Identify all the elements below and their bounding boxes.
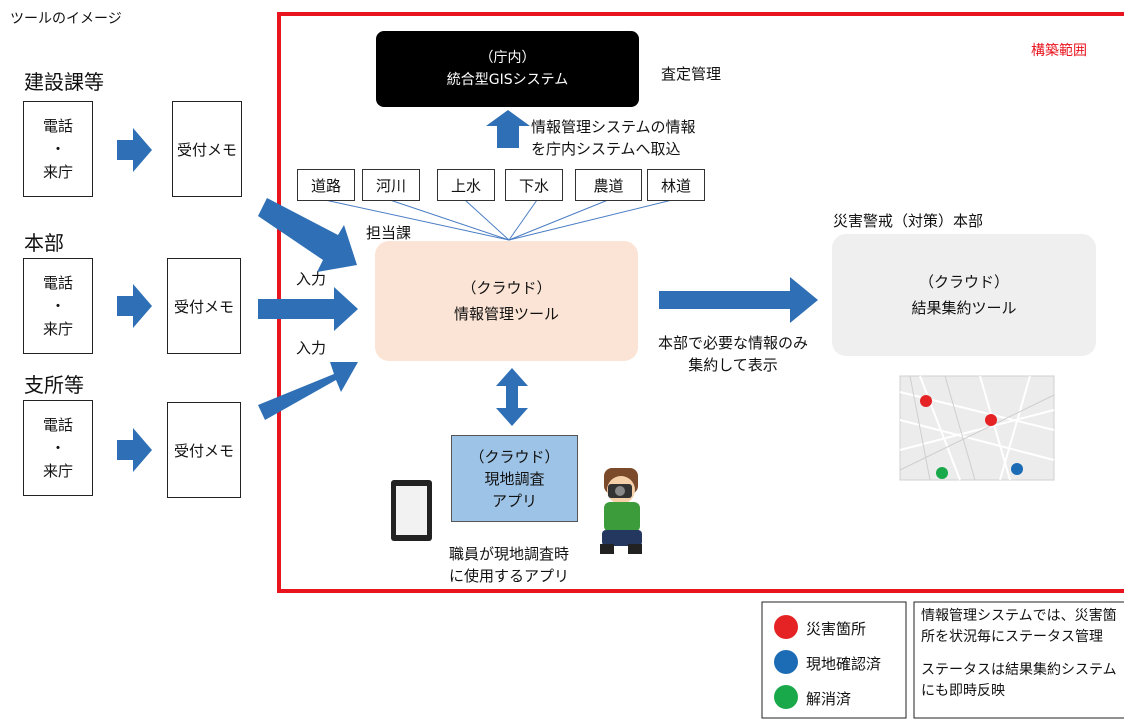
dot-label-2: ・	[50, 296, 66, 315]
hq-note: 本部で必要な情報のみ 集約して表示	[648, 332, 818, 376]
dept-road: 道路	[297, 169, 355, 201]
group-name-3: 支所等	[24, 373, 84, 397]
visit-label-2: 来庁	[42, 319, 73, 338]
memo-label-3: 受付メモ	[173, 441, 234, 460]
legend-dot-blue	[774, 650, 798, 674]
field-survey-app: （クラウド） 現地調査 アプリ	[451, 435, 578, 522]
dept-river-label: 河川	[375, 176, 406, 195]
arrow-group3-to-memo	[117, 428, 152, 472]
legend-label-confirmed: 現地確認済	[806, 655, 882, 673]
import-note-line2: を庁内システムへ取込	[531, 140, 681, 158]
info-tool-line1: （クラウド）	[461, 279, 552, 297]
arrow-tool-survey-both	[496, 368, 528, 426]
legend-dot-red	[774, 615, 798, 639]
memo-label-2: 受付メモ	[173, 297, 234, 316]
dept-forest-road: 林道	[647, 169, 705, 201]
dept-forest-road-label: 林道	[660, 176, 691, 195]
memo-box-1: 受付メモ	[172, 101, 242, 197]
scope-label: 構築範囲	[1031, 43, 1087, 59]
phone-visit-box-1: 電話 ・ 来庁	[23, 101, 93, 197]
survey-app-line3: アプリ	[491, 491, 537, 510]
arrow-memo2-to-tool	[258, 287, 358, 331]
dot-label-3: ・	[50, 438, 66, 457]
status-note-line4: にも即時反映	[921, 683, 1005, 699]
visit-label-1: 来庁	[42, 162, 73, 181]
hq-note-line1: 本部で必要な情報のみ	[657, 334, 808, 352]
legend-label-damage: 災害箇所	[806, 620, 867, 638]
legend-dot-green	[774, 685, 798, 709]
arrow-to-result-tool	[659, 277, 818, 323]
dept-caption: 担当課	[366, 224, 412, 242]
result-aggregation-tool: （クラウド） 結果集約ツール	[832, 234, 1096, 356]
staff-note-line1: 職員が現地調査時	[449, 545, 570, 563]
survey-app-line2: 現地調査	[484, 469, 545, 488]
import-note: 情報管理システムの情報 を庁内システムへ取込	[531, 116, 696, 160]
gis-line1: （庁内）	[479, 50, 536, 66]
dept-water: 上水	[437, 169, 495, 201]
phone-label-3: 電話	[42, 415, 73, 434]
map-marker-red-2	[985, 414, 997, 426]
input-label-2: 入力	[296, 339, 327, 357]
arrow-memo1-to-tool	[258, 198, 357, 272]
map-marker-red-1	[920, 395, 932, 407]
arrow-memo3-to-tool	[258, 362, 358, 420]
status-note-line2: 所を状況毎にステータス管理	[921, 629, 1103, 645]
memo-box-2: 受付メモ	[167, 258, 241, 354]
arrow-up-to-gis	[486, 110, 530, 148]
dept-sewer-label: 下水	[518, 176, 549, 195]
assessment-label: 査定管理	[661, 65, 722, 83]
legend-label-resolved: 解消済	[806, 690, 852, 708]
result-tool-line2: 結果集約ツール	[911, 299, 1017, 317]
dept-water-label: 上水	[450, 176, 481, 195]
dept-sewer: 下水	[505, 169, 563, 201]
phone-visit-box-3: 電話 ・ 来庁	[23, 400, 93, 496]
dot-label-1: ・	[50, 139, 66, 158]
dept-river: 河川	[362, 169, 420, 201]
hq-title: 災害警戒（対策）本部	[833, 212, 984, 230]
map-marker-green	[936, 467, 948, 479]
phone-label-2: 電話	[42, 273, 73, 292]
memo-box-3: 受付メモ	[167, 402, 241, 498]
arrow-group2-to-memo	[117, 284, 152, 328]
gis-line2: 統合型GISシステム	[446, 72, 569, 88]
result-tool-line1: （クラウド）	[918, 273, 1009, 291]
photographer-icon	[600, 468, 642, 554]
dept-road-label: 道路	[310, 176, 341, 195]
phone-visit-box-2: 電話 ・ 来庁	[23, 258, 93, 354]
info-management-tool: （クラウド） 情報管理ツール	[375, 241, 638, 361]
status-note: 情報管理システムでは、災害箇 所を状況毎にステータス管理 ステータスは結果集約シ…	[921, 606, 1124, 702]
memo-label-1: 受付メモ	[176, 140, 237, 159]
info-tool-line2: 情報管理ツール	[453, 305, 559, 323]
page-title: ツールのイメージ	[10, 11, 122, 27]
staff-note-line2: に使用するアプリ	[449, 567, 570, 585]
map-thumbnail	[899, 375, 1055, 481]
phone-label-1: 電話	[42, 116, 73, 135]
input-label-1: 入力	[296, 270, 327, 288]
import-note-line1: 情報管理システムの情報	[531, 118, 696, 136]
survey-app-line1: （クラウド）	[469, 447, 560, 466]
group-name-1: 建設課等	[24, 70, 104, 94]
dept-farm-road: 農道	[575, 169, 642, 201]
group-name-2: 本部	[24, 231, 64, 255]
gis-system-box: （庁内） 統合型GISシステム	[376, 31, 639, 107]
status-note-line3: ステータスは結果集約システム	[921, 662, 1117, 678]
visit-label-3: 来庁	[42, 461, 73, 480]
arrow-group1-to-memo	[117, 128, 152, 172]
staff-note: 職員が現地調査時 に使用するアプリ	[449, 543, 569, 587]
status-note-box	[913, 601, 1124, 719]
hq-note-line2: 集約して表示	[688, 356, 778, 374]
map-marker-blue	[1011, 463, 1023, 475]
status-note-line1: 情報管理システムでは、災害箇	[921, 608, 1117, 624]
dept-farm-road-label: 農道	[593, 176, 624, 195]
